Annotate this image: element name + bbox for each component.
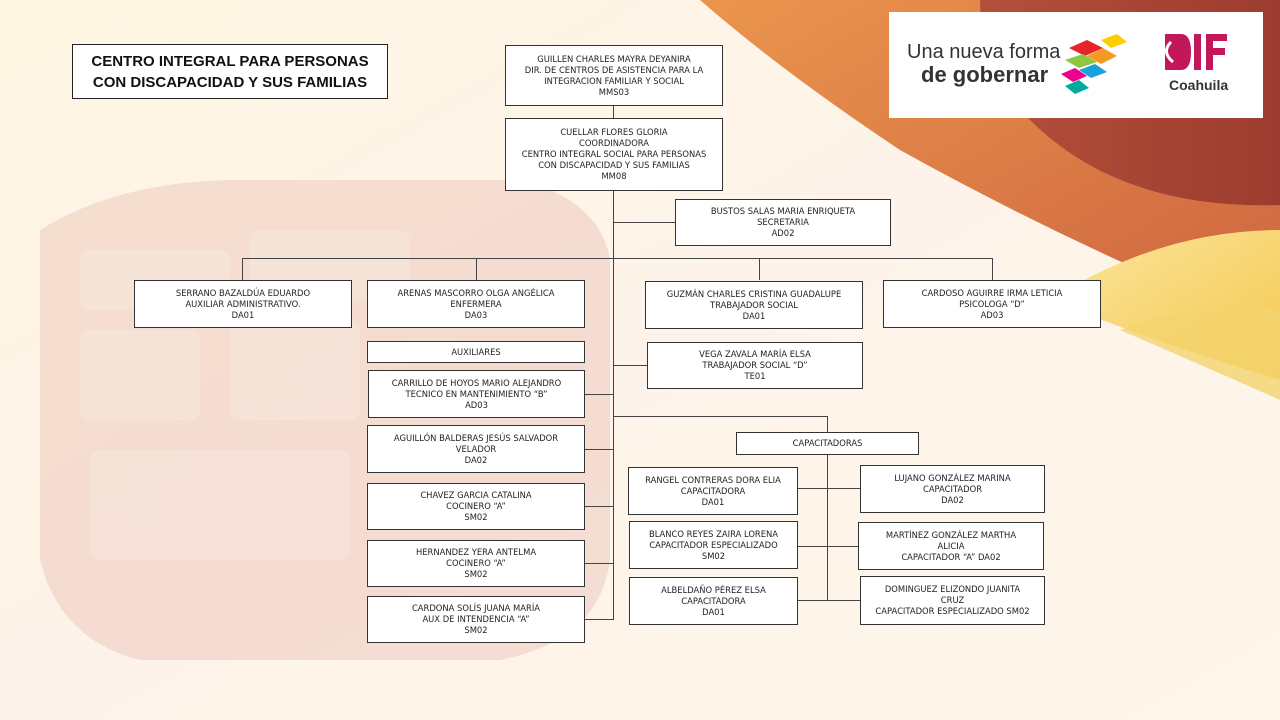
node-text: AD03 bbox=[465, 399, 488, 410]
node-albeldano: ALBELDAÑO PÉREZ ELSA CAPACITADORA DA01 bbox=[629, 577, 798, 625]
node-text: DA03 bbox=[464, 309, 488, 320]
node-lujano: LUJANO GONZÁLEZ MARINA CAPACITADOR DA02 bbox=[860, 465, 1045, 513]
node-text: DOMINGUEZ ELIZONDO JUANITA bbox=[884, 584, 1021, 594]
node-vega: VEGA ZAVALA MARÍA ELSA TRABAJADOR SOCIAL… bbox=[647, 342, 863, 389]
node-text: BUSTOS SALAS MARIA ENRIQUETA bbox=[710, 206, 856, 216]
node-text: DA01 bbox=[742, 310, 766, 321]
node-text: CAPACITADOR ESPECIALIZADO SM02 bbox=[875, 606, 1030, 616]
node-text: SM02 bbox=[464, 569, 488, 579]
node-text: SM02 bbox=[464, 625, 488, 635]
node-cardona: CARDONA SOLÍS JUANA MARÍA AUX DE INTENDE… bbox=[367, 596, 585, 643]
node-text: DA01 bbox=[231, 309, 255, 320]
node-text: SECRETARIA bbox=[757, 217, 809, 227]
node-text: AD02 bbox=[771, 228, 795, 238]
node-text: BLANCO REYES ZAIRA LORENA bbox=[648, 528, 779, 539]
node-secretary: BUSTOS SALAS MARIA ENRIQUETA SECRETARIA … bbox=[675, 199, 891, 246]
node-text: DA02 bbox=[464, 454, 488, 465]
node-text: AUXILIARES bbox=[451, 346, 501, 357]
node-text: MM08 bbox=[601, 171, 627, 181]
node-text: COCINERO “A” bbox=[446, 558, 506, 568]
color-tiles-icon bbox=[1061, 34, 1127, 94]
node-text: ALBELDAÑO PÉREZ ELSA bbox=[661, 584, 766, 595]
title-line-2: CON DISCAPACIDAD Y SUS FAMILIAS bbox=[92, 73, 368, 91]
node-text: ARENAS MASCORRO OLGA ANGÉLICA bbox=[397, 287, 555, 298]
node-text: CAPACITADOR bbox=[922, 483, 983, 494]
node-coordinator: CUELLAR FLORES GLORIA COORDINADORA CENTR… bbox=[505, 118, 723, 191]
node-serrano: SERRANO BAZALDÚA EDUARDO AUXILIAR ADMINI… bbox=[134, 280, 352, 328]
node-text: CAPACITADORA bbox=[681, 595, 746, 606]
node-arenas: ARENAS MASCORRO OLGA ANGÉLICA ENFERMERA … bbox=[367, 280, 585, 328]
node-text: CON DISCAPACIDAD Y SUS FAMILIAS bbox=[538, 160, 690, 170]
node-text: SM02 bbox=[701, 550, 726, 561]
node-text: TE01 bbox=[744, 371, 766, 381]
logo-panel: Una nueva forma de gobernar Coahuila bbox=[889, 12, 1263, 118]
page-title: CENTRO INTEGRAL PARA PERSONAS CON DISCAP… bbox=[72, 44, 388, 99]
node-text: VELADOR bbox=[455, 443, 497, 454]
node-cardoso: CARDOSO AGUIRRE IRMA LETICIA PSICOLOGA “… bbox=[883, 280, 1101, 328]
node-text: COORDINADORA bbox=[578, 138, 649, 148]
node-text: ALICIA bbox=[937, 540, 965, 551]
node-capacitadoras: CAPACITADORAS bbox=[736, 432, 919, 455]
node-text: MARTÍNEZ GONZÁLEZ MARTHA bbox=[885, 529, 1017, 540]
logo-text-line1: Una nueva forma bbox=[907, 41, 1061, 63]
node-text: ENFERMERA bbox=[450, 298, 502, 309]
node-text: HERNANDEZ YERA ANTELMA bbox=[415, 547, 537, 557]
logo-graphics: Una nueva forma de gobernar Coahuila bbox=[907, 34, 1228, 94]
node-text: LUJANO GONZÁLEZ MARINA bbox=[894, 472, 1011, 483]
node-carrillo: CARRILLO DE HOYOS MARIO ALEJANDRO TECNIC… bbox=[368, 370, 585, 418]
node-text: CAPACITADOR ESPECIALIZADO bbox=[649, 539, 778, 550]
node-text: TECNICO EN MANTENIMIENTO “B” bbox=[405, 388, 548, 399]
node-rangel: RANGEL CONTRERAS DORA ELIA CAPACITADORA … bbox=[628, 467, 798, 515]
node-text: GUZMÁN CHARLES CRISTINA GUADALUPE bbox=[666, 288, 842, 299]
node-text: AUX DE INTENDENCIA “A” bbox=[422, 614, 530, 624]
node-text: CAPACITADORA bbox=[680, 485, 746, 496]
node-text: SM02 bbox=[464, 512, 488, 522]
node-text: AUXILIAR ADMINISTRATIVO. bbox=[185, 298, 301, 309]
node-text: CAPACITADOR “A” DA02 bbox=[901, 551, 1001, 562]
node-text: CUELLAR FLORES GLORIA bbox=[560, 127, 668, 137]
node-text: PSICOLOGA “D” bbox=[959, 298, 1025, 309]
node-text: VEGA ZAVALA MARÍA ELSA bbox=[699, 349, 811, 359]
title-line-1: CENTRO INTEGRAL PARA PERSONAS bbox=[91, 52, 369, 70]
node-text: DIR. DE CENTROS DE ASISTENCIA PARA LA bbox=[524, 64, 704, 75]
logo-sub-text: Coahuila bbox=[1169, 77, 1228, 93]
node-guzman: GUZMÁN CHARLES CRISTINA GUADALUPE TRABAJ… bbox=[645, 281, 863, 329]
node-dominguez: DOMINGUEZ ELIZONDO JUANITA CRUZ CAPACITA… bbox=[860, 576, 1045, 625]
node-chavez: CHAVEZ GARCIA CATALINA COCINERO “A” SM02 bbox=[367, 483, 585, 530]
node-aguillon: AGUILLÓN BALDERAS JESÚS SALVADOR VELADOR… bbox=[367, 425, 585, 473]
node-text: SERRANO BAZALDÚA EDUARDO bbox=[175, 287, 311, 298]
node-text: CARDOSO AGUIRRE IRMA LETICIA bbox=[921, 287, 1063, 298]
node-text: RANGEL CONTRERAS DORA ELIA bbox=[645, 474, 781, 485]
node-text: CRUZ bbox=[940, 595, 965, 605]
node-text: CHAVEZ GARCIA CATALINA bbox=[420, 490, 532, 500]
node-martinez: MARTÍNEZ GONZÁLEZ MARTHA ALICIA CAPACITA… bbox=[858, 522, 1044, 570]
node-director: GUILLEN CHARLES MAYRA DEYANIRA DIR. DE C… bbox=[505, 45, 723, 106]
node-blanco: BLANCO REYES ZAIRA LORENA CAPACITADOR ES… bbox=[629, 521, 798, 569]
node-text: CARRILLO DE HOYOS MARIO ALEJANDRO bbox=[391, 377, 562, 388]
node-text: CENTRO INTEGRAL SOCIAL PARA PERSONAS bbox=[521, 149, 707, 159]
node-text: AGUILLÓN BALDERAS JESÚS SALVADOR bbox=[393, 432, 559, 443]
node-text: DA01 bbox=[702, 606, 725, 617]
node-text: DA02 bbox=[941, 494, 964, 505]
node-text: DA01 bbox=[701, 496, 725, 507]
node-text: MMS03 bbox=[598, 86, 630, 97]
node-text: CAPACITADORAS bbox=[792, 438, 863, 448]
node-text: AD03 bbox=[980, 309, 1004, 320]
node-text: TRABAJADOR SOCIAL “D” bbox=[702, 360, 808, 370]
node-text: CARDONA SOLÍS JUANA MARÍA bbox=[411, 603, 541, 613]
node-text: COCINERO “A” bbox=[446, 501, 506, 511]
node-hernandez: HERNANDEZ YERA ANTELMA COCINERO “A” SM02 bbox=[367, 540, 585, 587]
node-auxiliares: AUXILIARES bbox=[367, 341, 585, 363]
node-text: INTEGRACION FAMILIAR Y SOCIAL bbox=[544, 75, 684, 86]
dif-logo-icon: Coahuila bbox=[1165, 34, 1228, 93]
node-text: TRABAJADOR SOCIAL bbox=[710, 299, 798, 310]
logo-text-line2: de gobernar bbox=[921, 62, 1049, 87]
node-text: GUILLEN CHARLES MAYRA DEYANIRA bbox=[537, 53, 691, 64]
